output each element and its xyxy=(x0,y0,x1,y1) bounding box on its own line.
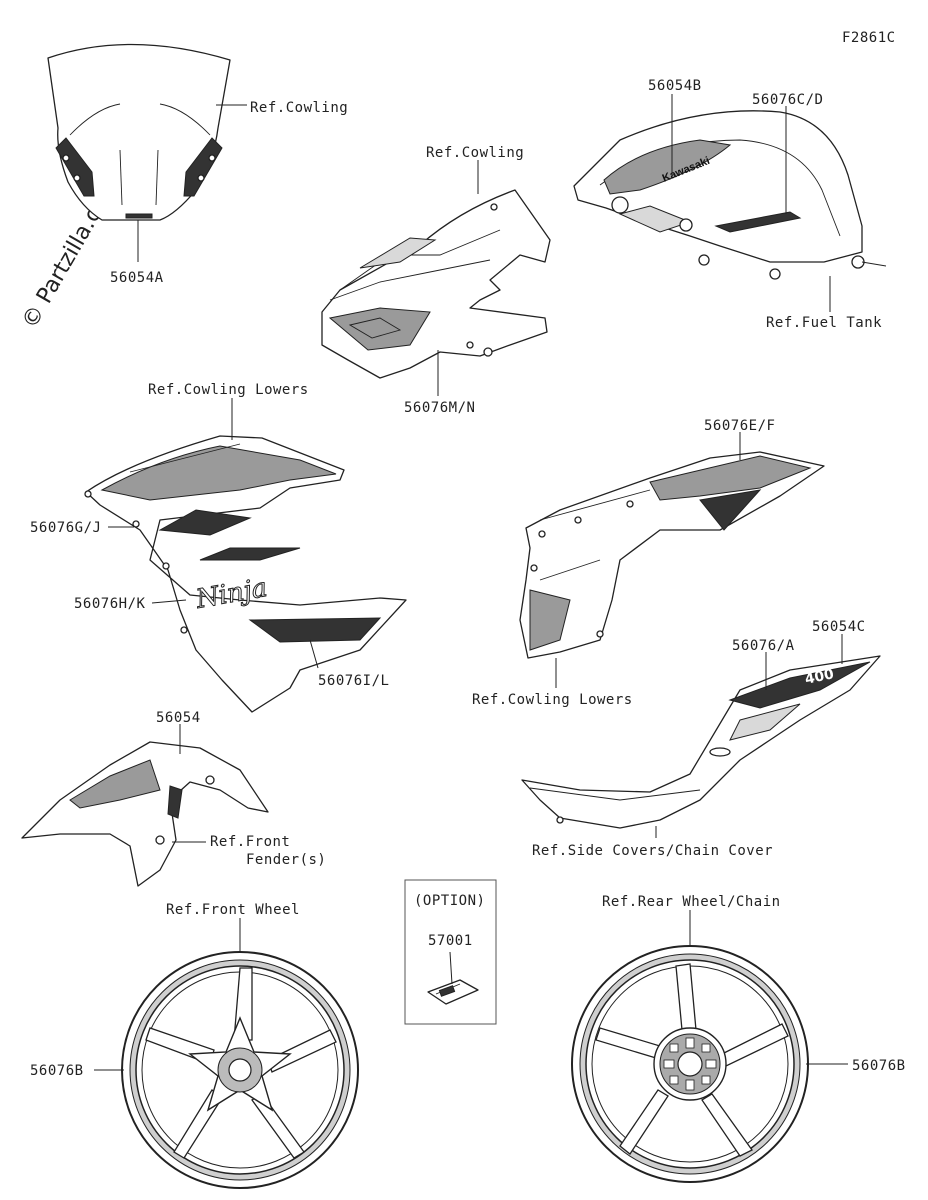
leader-line xyxy=(309,639,319,669)
label-56076CD: 56076C/D xyxy=(752,92,823,108)
label-56054B: 56054B xyxy=(648,78,702,94)
label-ref-side-covers: Ref.Side Covers/Chain Cover xyxy=(532,843,773,859)
label-ref-cowling-lowers-2: Ref.Cowling Lowers xyxy=(472,692,633,708)
label-ref-fuel-tank: Ref.Fuel Tank xyxy=(766,315,882,331)
label-56076B-left: 56076B xyxy=(30,1063,84,1079)
label-56076B-right: 56076B xyxy=(852,1058,906,1074)
label-ref-front-fender-1: Ref.Front xyxy=(210,834,290,850)
label-56076MN: 56076M/N xyxy=(404,400,475,416)
label-56076IL: 56076I/L xyxy=(318,673,389,689)
leader-line xyxy=(151,599,187,604)
left-cowling-lower: Ninja xyxy=(84,435,407,713)
label-ref-cowling-2: Ref.Cowling xyxy=(426,145,524,161)
fuel-tank: Kawasaki xyxy=(573,110,887,280)
label-ref-cowling-lowers-1: Ref.Cowling Lowers xyxy=(148,382,309,398)
label-56054A: 56054A xyxy=(110,270,164,286)
rear-wheel xyxy=(571,945,809,1183)
label-ref-front-fender-2: Fender(s) xyxy=(246,852,326,868)
side-cover: 400 xyxy=(521,655,881,829)
right-cowling-lower xyxy=(519,451,825,659)
label-56076HK: 56076H/K xyxy=(74,596,146,612)
figure-code: F2861C xyxy=(842,30,896,46)
label-56076A: 56076/A xyxy=(732,638,795,654)
label-option: (OPTION) xyxy=(414,893,485,909)
label-56054: 56054 xyxy=(156,710,201,726)
option-box xyxy=(404,879,497,1025)
label-56076EF: 56076E/F xyxy=(704,418,775,434)
label-ref-front-wheel: Ref.Front Wheel xyxy=(166,902,300,918)
label-56054C: 56054C xyxy=(812,619,866,635)
upper-cowling xyxy=(321,189,551,379)
tail-model-decal: 400 xyxy=(804,666,836,688)
front-fender xyxy=(21,741,269,887)
label-ref-cowling-1: Ref.Cowling xyxy=(250,100,348,116)
windscreen xyxy=(47,43,231,221)
label-57001: 57001 xyxy=(428,933,473,949)
label-ref-rear-wheel: Ref.Rear Wheel/Chain xyxy=(602,894,781,910)
label-56076GJ: 56076G/J xyxy=(30,520,101,536)
front-wheel xyxy=(121,951,359,1189)
